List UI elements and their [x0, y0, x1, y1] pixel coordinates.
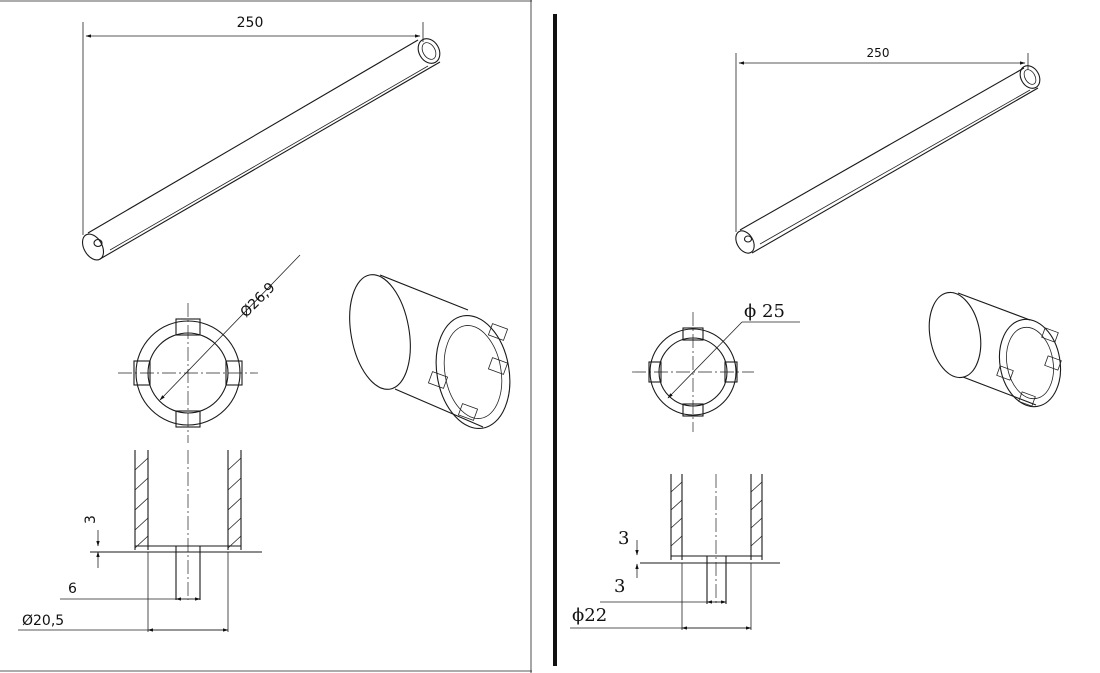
left-cylinder-isometric	[349, 274, 511, 430]
left-drawing: 250 Ø26,9	[0, 0, 532, 673]
left-outer-diameter-label: Ø26,9	[238, 280, 279, 321]
right-notch-width-label: 3	[614, 576, 625, 597]
left-section-view: 3 6 Ø20,5	[18, 450, 262, 632]
right-drawing: 250 ϕ 25	[570, 46, 1062, 630]
right-length-label: 250	[867, 46, 890, 60]
right-outer-diameter-label: ϕ 25	[744, 301, 785, 322]
left-length-label: 250	[237, 15, 264, 31]
left-notch-depth-label: 3	[83, 515, 99, 524]
left-length-dimension: 250	[82, 15, 424, 235]
right-notch-depth-label: 3	[618, 528, 629, 549]
left-inner-diameter-label: Ø20,5	[22, 613, 64, 629]
right-cylinder-isometric	[928, 291, 1062, 408]
right-inner-diameter-label: ϕ22	[572, 605, 607, 626]
right-tube-isometric	[735, 65, 1041, 254]
right-section-view: 3 3 ϕ22	[570, 474, 780, 630]
right-length-dimension: 250	[735, 46, 1029, 232]
right-end-view: ϕ 25	[632, 301, 800, 432]
left-end-view: Ø26,9	[118, 254, 301, 443]
left-tube-isometric	[81, 38, 441, 261]
left-notch-width-label: 6	[68, 581, 77, 597]
